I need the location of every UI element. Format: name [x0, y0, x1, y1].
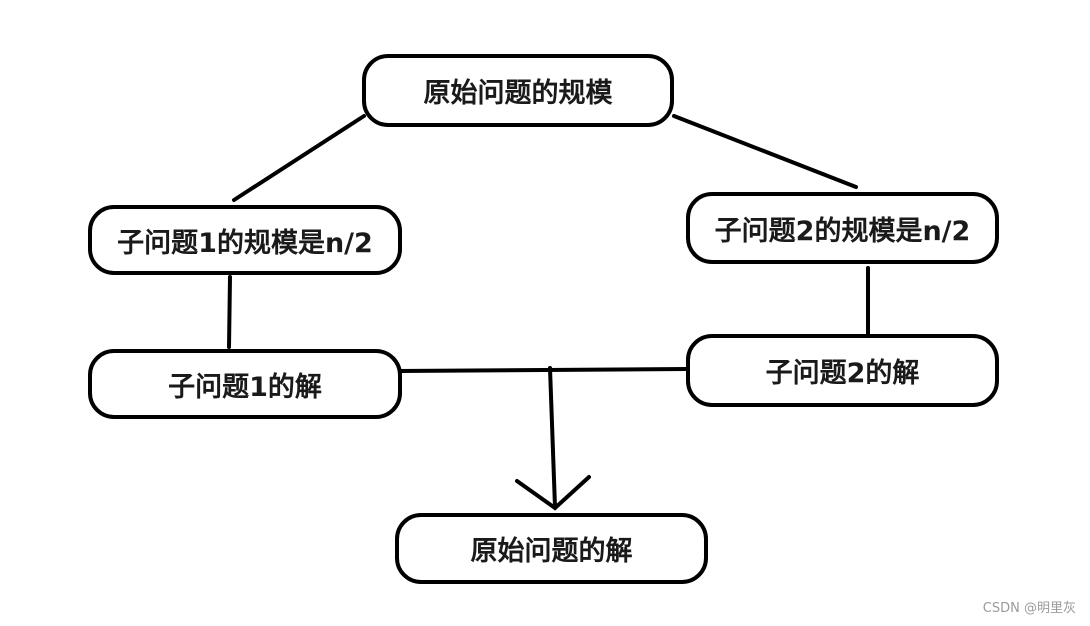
watermark: CSDN @明里灰: [982, 601, 1076, 616]
node-original-problem-solution: 原始问题的解: [395, 513, 708, 584]
node-original-problem-size: 原始问题的规模: [362, 54, 674, 127]
edge-merge-down: [548, 366, 557, 509]
edge-root-to-sub2: [672, 114, 858, 189]
edge-sol1-to-sol2-merge: [396, 367, 688, 373]
edge-root-to-sub1: [232, 114, 366, 202]
node-subproblem2-size: 子问题2的规模是n/2: [686, 192, 999, 264]
node-subproblem2-solution: 子问题2的解: [686, 334, 999, 407]
arrowhead-down: [515, 475, 591, 511]
edge-sub1-to-sol1: [227, 275, 232, 349]
node-subproblem1-solution: 子问题1的解: [88, 349, 402, 419]
node-subproblem1-size: 子问题1的规模是n/2: [88, 205, 402, 275]
